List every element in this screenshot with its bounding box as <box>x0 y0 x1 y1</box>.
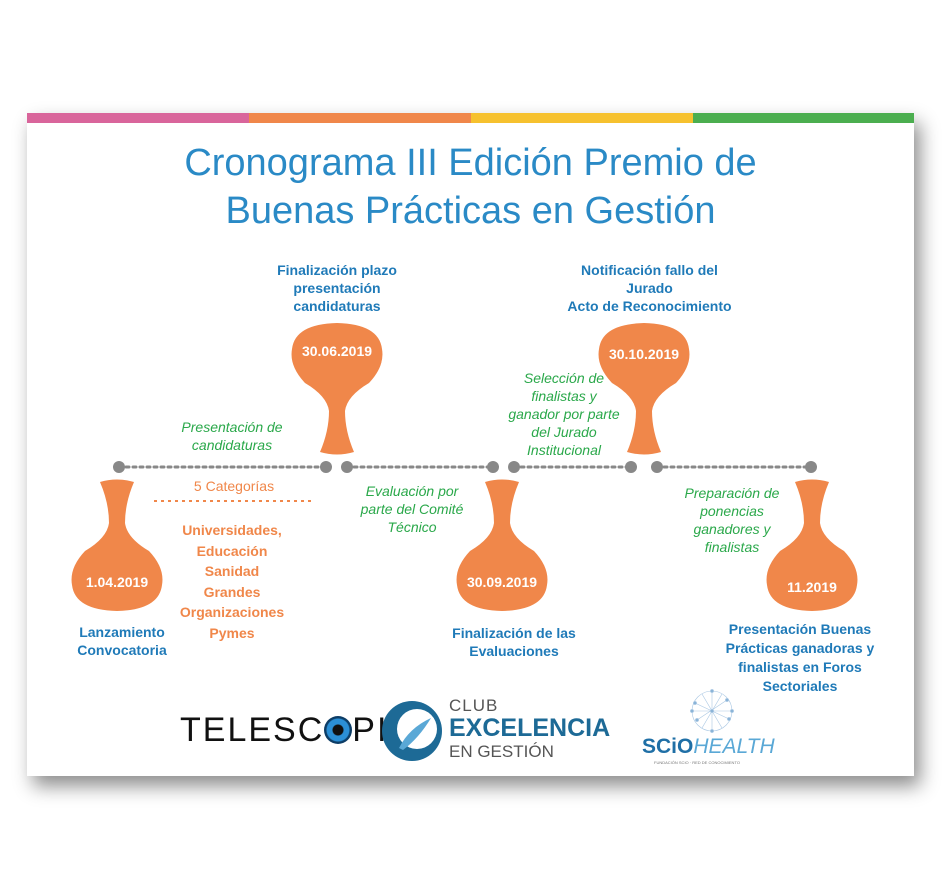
scio-text: SCiO <box>642 735 694 758</box>
phase-line: Institucional <box>527 442 601 458</box>
phase-line: Técnico <box>387 519 437 535</box>
title-line-2: Buenas Prácticas en Gestión <box>225 190 716 232</box>
title-line-1: Cronograma III Edición Premio de <box>184 142 757 184</box>
sciohealth-logo: SCiOHEALTH FUNDACIÓN SCIO · RED DE CONOC… <box>640 688 785 768</box>
label-line: candidaturas <box>293 298 381 314</box>
telescopi-text-left: TELESC <box>180 711 325 749</box>
category-item: Sanidad <box>204 563 260 579</box>
phase-line: candidaturas <box>191 437 273 453</box>
drop-marker-5 <box>766 479 858 611</box>
label-line: Convocatoria <box>77 642 167 658</box>
milestone-date-3: 30.09.2019 <box>466 574 538 590</box>
phase-line: del Jurado <box>531 424 597 440</box>
timeline-dot <box>341 461 353 473</box>
timeline-dots <box>113 461 817 473</box>
club-excelencia-logo: CLUB EXCELENCIA EN GESTIÓN <box>379 696 611 763</box>
phase-line: parte del Comité <box>360 501 464 517</box>
milestone-date-2: 30.06.2019 <box>301 343 373 359</box>
club-swirl-icon <box>382 701 442 761</box>
phase-line: Presentación de <box>181 419 283 435</box>
milestone-date-4: 30.10.2019 <box>608 346 680 362</box>
label-line: Prácticas ganadoras y <box>725 640 875 656</box>
label-line: Evaluaciones <box>469 643 559 659</box>
phase-line: Preparación de <box>684 485 780 501</box>
label-line: Finalización plazo <box>277 262 397 278</box>
stripe-yellow <box>471 113 693 123</box>
drop-marker-1 <box>71 479 163 611</box>
telescopi-wordmark: TELESC PI <box>180 711 388 750</box>
timeline-dot <box>487 461 499 473</box>
stripe-orange <box>249 113 471 123</box>
drop-marker-2 <box>291 323 383 455</box>
milestone-date-5: 11.2019 <box>787 579 837 595</box>
timeline-dot <box>625 461 637 473</box>
category-item: Universidades, <box>182 522 282 538</box>
timeline-dot <box>651 461 663 473</box>
club-text-top: CLUB <box>449 696 499 715</box>
label-line: Presentación Buenas <box>728 621 872 637</box>
phase-line: Selección de <box>523 370 605 386</box>
phase-line: finalistas y <box>531 388 597 404</box>
club-text-mid: EXCELENCIA <box>449 714 611 742</box>
timeline-diagram <box>71 323 858 611</box>
drop-marker-3 <box>456 479 548 611</box>
category-item: Grandes <box>203 583 261 600</box>
health-text: HEALTH <box>693 735 775 758</box>
timeline-dot <box>508 461 520 473</box>
label-line: presentación <box>293 280 381 296</box>
milestone-label-2: Finalización plazo presentación candidat… <box>252 261 422 315</box>
page-title: Cronograma III Edición Premio de Buenas … <box>27 139 914 235</box>
phase-line: ganador por parte <box>508 406 620 422</box>
phase-line: ganadores y <box>693 521 771 537</box>
telescopi-logo: TELESC PI <box>170 703 386 758</box>
label-line: Jurado <box>626 280 673 296</box>
categories-heading: 5 Categorías <box>193 478 275 494</box>
label-line: Sectoriales <box>762 678 838 694</box>
sciohealth-subtitle: FUNDACIÓN SCIO · RED DE CONOCIMIENTO <box>654 760 740 765</box>
label-line: Notificación fallo del <box>581 262 718 278</box>
phase-text-2: Evaluación por parte del Comité Técnico <box>342 482 482 536</box>
stripe-pink <box>27 113 249 123</box>
phase-text-4: Preparación de ponencias ganadores y fin… <box>657 484 807 556</box>
network-globe-icon <box>690 689 734 733</box>
category-item: Organizaciones <box>179 604 285 620</box>
milestone-label-3: Finalización de las Evaluaciones <box>424 624 604 660</box>
category-item: Educación <box>196 542 268 559</box>
eye-icon <box>324 716 353 744</box>
phase-text-3: Selección de finalistas y ganador por pa… <box>489 369 639 459</box>
telescopi-text-right: PI <box>352 711 389 749</box>
milestone-label-1: Lanzamiento Convocatoria <box>52 623 192 659</box>
drop-marker-4 <box>598 323 690 455</box>
phase-line: finalistas <box>704 539 760 555</box>
categories-list: Universidades, Educación Sanidad Grandes… <box>157 520 307 643</box>
sciohealth-wordmark: SCiOHEALTH <box>642 735 775 759</box>
timeline-dot <box>320 461 332 473</box>
phase-text-1: Presentación de candidaturas <box>152 418 312 454</box>
label-line: Lanzamiento <box>79 624 165 640</box>
category-item: Pymes <box>209 624 255 641</box>
timeline-dot <box>805 461 817 473</box>
label-line: Finalización de las <box>452 625 576 641</box>
milestone-date-1: 1.04.2019 <box>85 574 149 590</box>
label-line: Acto de Reconocimiento <box>567 298 732 314</box>
phase-line: ponencias <box>700 503 764 519</box>
slide-card: Cronograma III Edición Premio de Buenas … <box>27 113 914 776</box>
stripe-green <box>693 113 914 123</box>
label-line: finalistas en Foros <box>738 659 862 675</box>
club-text-bot: EN GESTIÓN <box>449 742 554 761</box>
phase-line: Evaluación por <box>365 483 459 499</box>
timeline-dot <box>113 461 125 473</box>
milestone-label-4: Notificación fallo del Jurado Acto de Re… <box>547 261 752 315</box>
milestone-label-5: Presentación Buenas Prácticas ganadoras … <box>710 620 890 696</box>
